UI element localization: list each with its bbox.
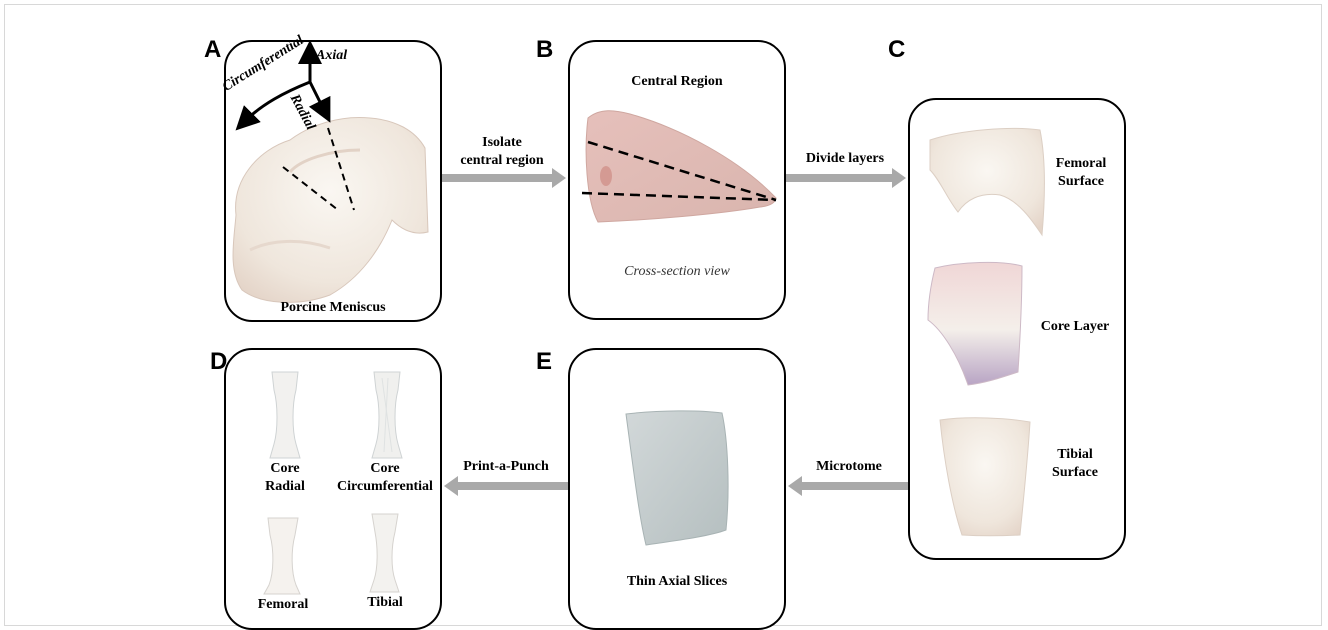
dogbone-core-radial [270,372,300,458]
femoral-surface-image [930,128,1044,235]
arrow-label-microtome: Microtome [790,458,908,476]
label-tibial: Tibial [350,594,420,612]
dogbone-tibial [370,514,399,592]
arrow-punch [444,476,568,496]
title-central-region: Central Region [568,74,786,90]
central-region-image [582,111,776,222]
label-core-radial: Core Radial [250,460,320,496]
axis-label-axial: Axial [316,48,347,64]
label-core-layer: Core Layer [1030,318,1120,336]
arrow-label-punch: Print-a-Punch [446,458,566,476]
arrow-label-divide: Divide layers [786,150,904,168]
caption-porcine-meniscus: Porcine Meniscus [224,300,442,316]
caption-cross-section: Cross-section view [568,264,786,280]
label-core-circumferential: Core Circumferential [330,460,440,496]
tibial-surface-image [940,418,1030,536]
label-femoral-surface: Femoral Surface [1046,155,1116,191]
caption-thin-axial-slices: Thin Axial Slices [568,574,786,590]
meniscus-image [233,117,428,302]
arrow-microtome [788,476,908,496]
label-femoral: Femoral [248,596,318,614]
arrow-label-isolate: Isolate central region [442,134,562,170]
label-tibial-surface: Tibial Surface [1040,446,1110,482]
arrow-isolate [442,168,566,188]
thin-slice-image [626,411,728,545]
core-layer-image [928,262,1022,385]
dogbone-core-circumferential [372,372,402,458]
dogbone-femoral [264,518,300,594]
arrow-divide [786,168,906,188]
